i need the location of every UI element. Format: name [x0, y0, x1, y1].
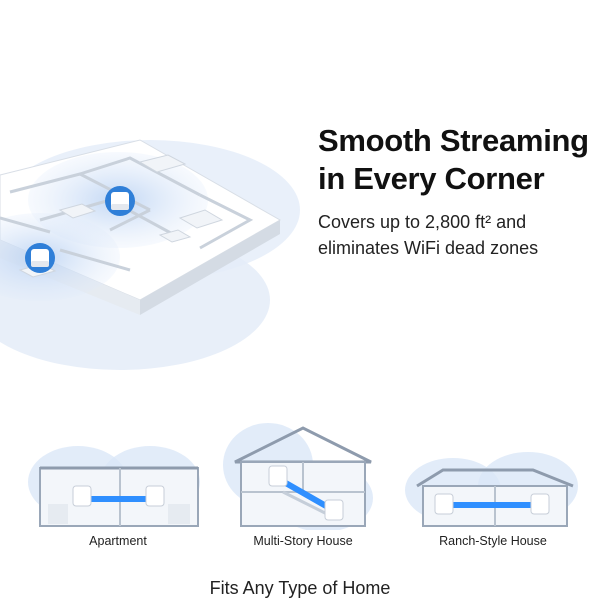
floorplan-illustration	[0, 100, 300, 390]
coverage-description-line-2: eliminates WiFi dead zones	[318, 238, 539, 258]
ranch-illustration	[405, 452, 578, 527]
coverage-circle-2	[0, 213, 120, 301]
mesh-link-beam	[82, 496, 152, 502]
apartment-illustration	[28, 446, 200, 527]
headline-line-1: Smooth Streaming	[318, 123, 589, 158]
mesh-node-icon	[145, 485, 165, 507]
mesh-link-beam	[443, 502, 539, 508]
floorplan-graphic	[0, 139, 300, 370]
headline-line-2: in Every Corner	[318, 161, 545, 196]
coverage-description: Covers up to 2,800 ft² and eliminates Wi…	[318, 209, 600, 261]
mesh-node-1	[105, 186, 135, 216]
headline: Smooth Streaming in Every Corner	[318, 122, 600, 198]
home-type-label: Ranch-Style House	[439, 534, 547, 548]
mesh-node-icon	[324, 499, 344, 521]
home-type-label: Multi-Story House	[253, 534, 353, 548]
mesh-node-icon	[72, 485, 92, 507]
home-type-apartment: Apartment	[28, 420, 208, 560]
home-type-label: Apartment	[89, 534, 147, 548]
footer-caption: Fits Any Type of Home	[209, 578, 391, 598]
coverage-description-line-1: Covers up to 2,800 ft² and	[318, 212, 527, 232]
mesh-node-icon	[530, 493, 550, 515]
home-type-ranch: Ranch-Style House	[403, 420, 583, 560]
mesh-node-icon	[434, 493, 454, 515]
home-type-multistory: Multi-Story House	[213, 420, 393, 560]
floor-slab-edge-right	[140, 220, 280, 315]
mesh-node-2	[25, 243, 55, 273]
mesh-node-icon	[268, 465, 288, 487]
multistory-illustration	[223, 423, 373, 530]
